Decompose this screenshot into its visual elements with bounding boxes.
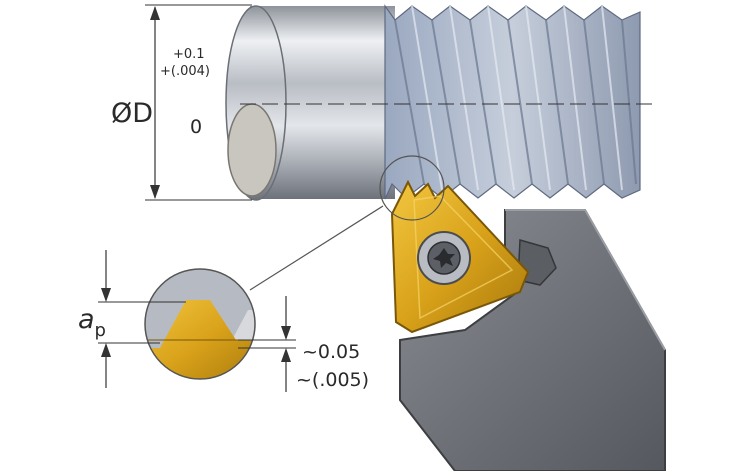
depth-label: ap — [78, 304, 106, 341]
tolerance-upper-inch: +(.004) — [160, 64, 210, 79]
torx-screw-icon — [417, 231, 471, 285]
depth-label-main: a — [78, 304, 95, 335]
threaded-shaft-icon — [225, 4, 658, 201]
depth-dimension — [98, 250, 186, 388]
diameter-dimension — [145, 4, 252, 201]
shaft-end-face — [227, 103, 277, 197]
clearance-metric: ~0.05 — [302, 341, 360, 363]
tolerance-lower: 0 — [190, 116, 202, 138]
clearance-inch: ~(.005) — [296, 369, 369, 391]
detail-focus-circle — [379, 155, 445, 221]
clearance-dimension — [238, 296, 296, 392]
threading-insert-icon — [390, 179, 530, 334]
tolerance-upper-metric: +0.1 — [173, 47, 205, 62]
detail-leader-upper — [249, 205, 384, 291]
depth-label-sub: p — [95, 320, 106, 341]
detail-view — [144, 268, 256, 380]
diameter-label: ØD — [111, 98, 153, 129]
